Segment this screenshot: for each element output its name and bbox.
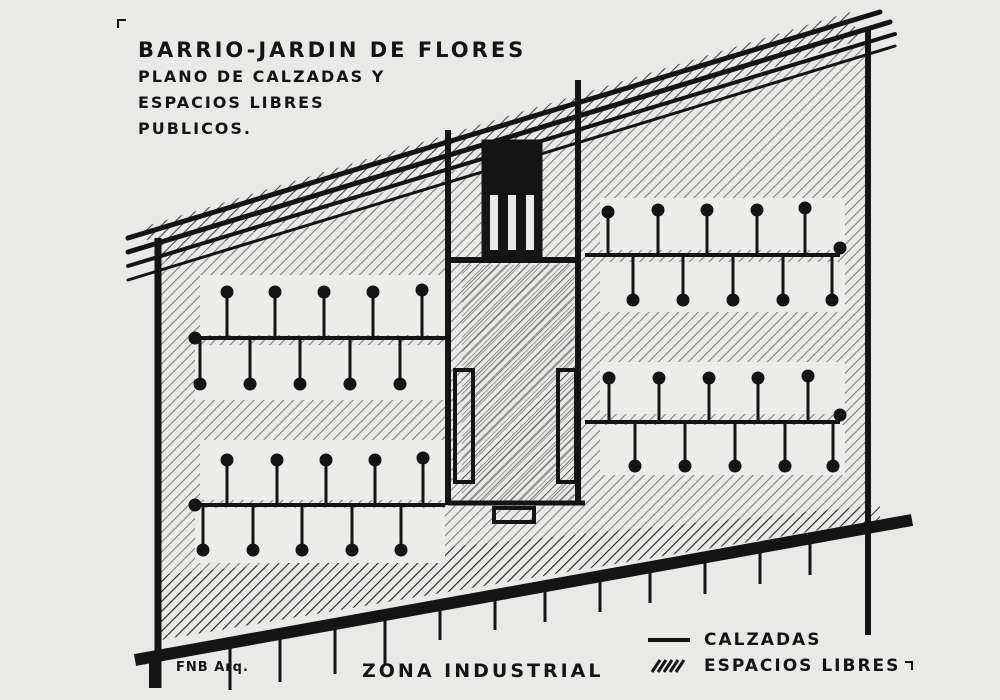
zone-label: ZONA INDUSTRIAL — [362, 660, 604, 682]
legend-hatch-symbol — [650, 659, 686, 673]
title-line-2: PLANO DE CALZADAS Y — [138, 67, 386, 86]
title-line-1: BARRIO-JARDIN DE FLORES — [138, 38, 527, 62]
bottom-road-ticks — [228, 543, 812, 690]
boundary-roads — [133, 30, 914, 688]
architect-signature: FNB Arq. — [176, 660, 249, 675]
central-civic-area — [445, 80, 585, 524]
corner-marks — [117, 19, 913, 670]
cul-de-sac-roads-right — [585, 201, 847, 473]
cul-de-sac-roads-left — [188, 283, 445, 557]
map-title: BARRIO-JARDIN DE FLORES PLANO DE CALZADA… — [138, 36, 526, 142]
legend-roads-label: CALZADAS — [704, 630, 822, 650]
legend-open-spaces-label: ESPACIOS LIBRES — [704, 656, 901, 676]
title-line-3: ESPACIOS LIBRES — [138, 93, 325, 112]
legend-symbols — [648, 638, 690, 673]
title-line-4: PUBLICOS. — [138, 119, 253, 138]
